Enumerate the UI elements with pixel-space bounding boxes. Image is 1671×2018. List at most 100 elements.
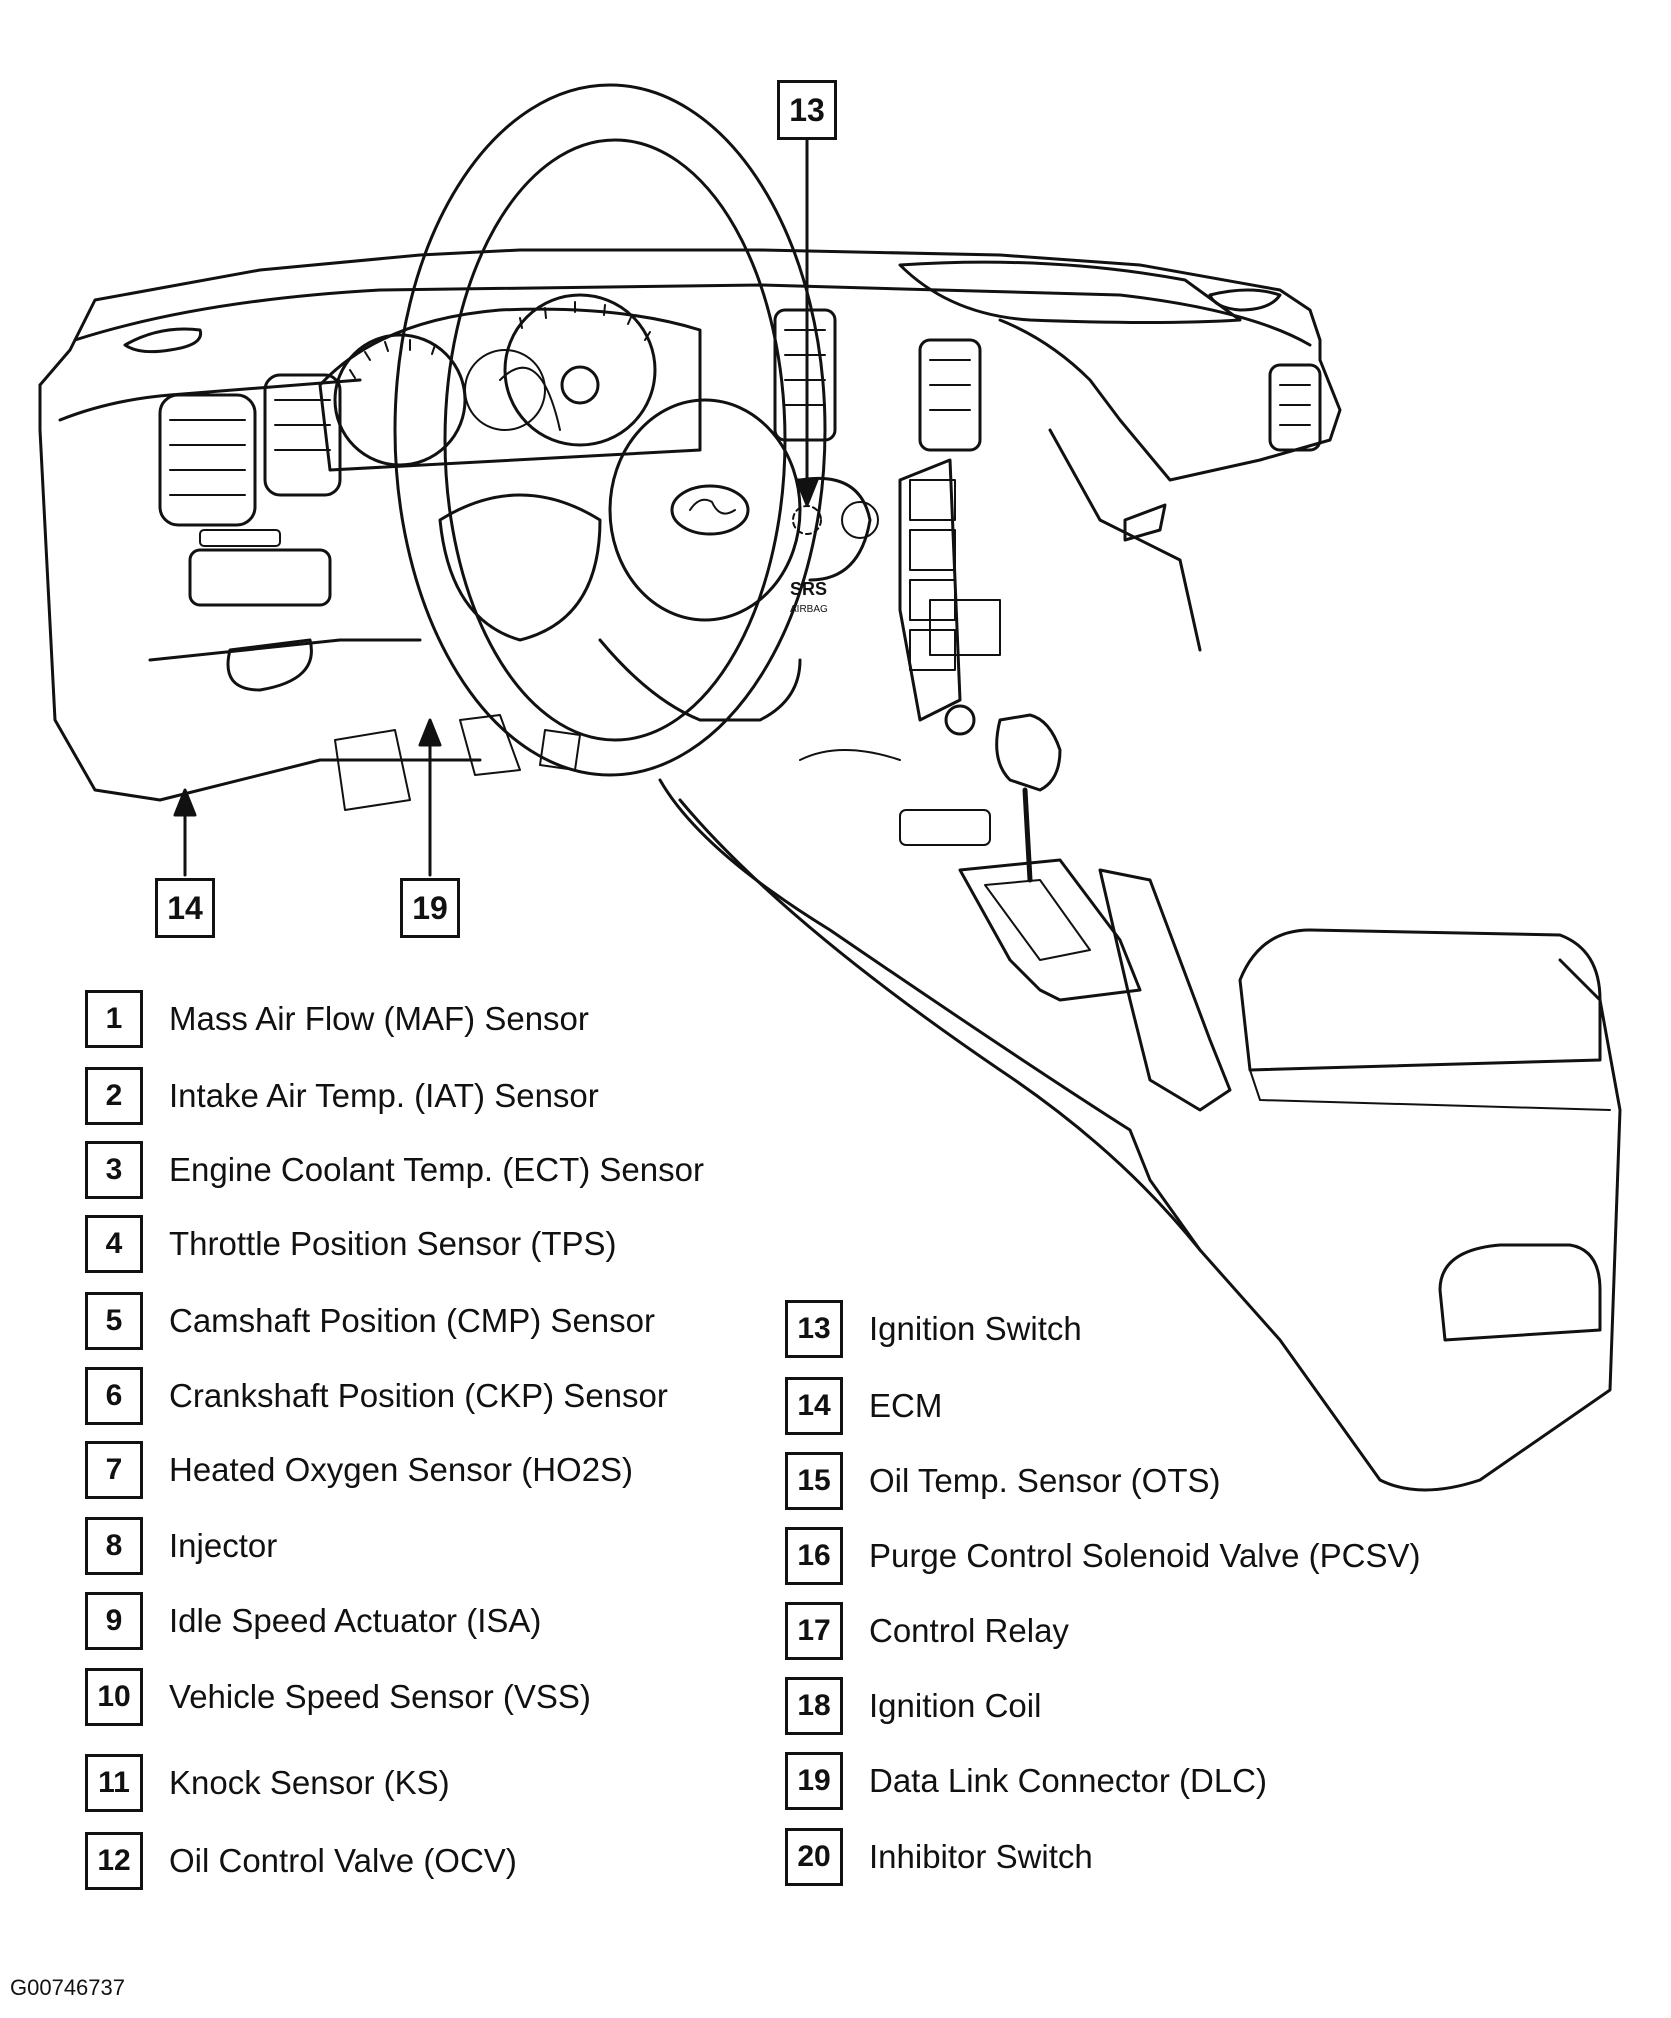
legend-number: 20 [785,1828,843,1886]
legend-item-3: 3 Engine Coolant Temp. (ECT) Sensor [85,1141,704,1199]
legend-number: 15 [785,1452,843,1510]
callout-14: 14 [155,878,215,938]
legend-number: 10 [85,1668,143,1726]
glovebox-handle [1123,503,1167,542]
legend-number: 13 [785,1300,843,1358]
legend-number: 7 [85,1441,143,1499]
legend-item-6: 6 Crankshaft Position (CKP) Sensor [85,1367,668,1425]
legend-number: 4 [85,1215,143,1273]
left-vent [158,393,257,527]
dash-lower-edge [148,638,422,662]
legend-label: Knock Sensor (KS) [169,1764,450,1801]
legend-number: 14 [785,1377,843,1435]
tachometer [333,333,467,467]
legend-item-11: 11 Knock Sensor (KS) [85,1754,450,1812]
legend-label: Ignition Coil [869,1687,1042,1724]
dash-upper-shelf [73,283,1312,347]
legend-number: 19 [785,1752,843,1810]
legend-number: 11 [85,1754,143,1812]
callout-13: 13 [777,80,837,140]
legend-label: Engine Coolant Temp. (ECT) Sensor [169,1151,704,1188]
legend-label: Injector [169,1527,278,1564]
legend-number: 9 [85,1592,143,1650]
right-defrost [898,260,1242,324]
steering-wheel-inner [443,138,787,742]
legend-item-10: 10 Vehicle Speed Sensor (VSS) [85,1668,591,1726]
legend-item-12: 12 Oil Control Valve (OCV) [85,1832,517,1890]
dash-right-face [998,318,1342,482]
legend-label: ECM [869,1387,943,1424]
left-top-vent [123,327,203,354]
speedometer [503,293,657,447]
legend-item-14: 14 ECM [785,1377,942,1435]
gauge-cluster-hood [318,307,702,472]
legend-label: Oil Temp. Sensor (OTS) [869,1462,1221,1499]
center-vent-right [918,338,982,452]
callout-leaders [173,138,819,877]
shift-lever [995,713,1062,792]
legend-item-17: 17 Control Relay [785,1602,1069,1660]
legend-label: Crankshaft Position (CKP) Sensor [169,1377,668,1414]
legend-label: Oil Control Valve (OCV) [169,1842,517,1879]
legend-number: 8 [85,1517,143,1575]
wheel-spoke-left [438,493,602,642]
console-switches [899,809,991,846]
shifter-plate [958,858,1142,1002]
legend-item-20: 20 Inhibitor Switch [785,1828,1093,1886]
legend-number: 16 [785,1527,843,1585]
hyundai-emblem [670,484,750,536]
legend-label: Vehicle Speed Sensor (VSS) [169,1678,591,1715]
svg-text:AIRBAG: AIRBAG [790,604,828,615]
ignition-cylinder [944,704,976,736]
console-outline [658,778,1622,1492]
legend-number: 6 [85,1367,143,1425]
legend-item-8: 8 Injector [85,1517,277,1575]
armrest [1238,928,1602,1072]
legend-label: Mass Air Flow (MAF) Sensor [169,1000,589,1037]
legend-item-18: 18 Ignition Coil [785,1677,1041,1735]
legend-label: Data Link Connector (DLC) [869,1762,1267,1799]
legend-item-4: 4 Throttle Position Sensor (TPS) [85,1215,617,1273]
legend-label: Heated Oxygen Sensor (HO2S) [169,1451,634,1488]
legend-number: 3 [85,1141,143,1199]
legend-number: 5 [85,1292,143,1350]
legend-item-9: 9 Idle Speed Actuator (ISA) [85,1592,541,1650]
legend-item-15: 15 Oil Temp. Sensor (OTS) [785,1452,1220,1510]
legend-number: 12 [85,1832,143,1890]
dash-face-inner [58,378,362,422]
legend-number: 18 [785,1677,843,1735]
legend-item-16: 16 Purge Control Solenoid Valve (PCSV) [785,1527,1421,1585]
legend-item-2: 2 Intake Air Temp. (IAT) Sensor [85,1067,599,1125]
legend-item-1: 1 Mass Air Flow (MAF) Sensor [85,990,589,1048]
dash-top-outline [38,248,1322,387]
legend-number: 2 [85,1067,143,1125]
left-switch-panel [188,548,332,607]
legend-label: Idle Speed Actuator (ISA) [169,1602,542,1639]
wheel-spoke-right [798,476,872,582]
fuel-gauge [464,349,546,431]
legend-label: Purge Control Solenoid Valve (PCSV) [869,1537,1421,1574]
legend-label: Throttle Position Sensor (TPS) [169,1225,617,1262]
parking-brake [1098,868,1232,1112]
wheel-spoke-bottom [598,638,802,722]
dash-face [38,383,482,802]
srs-airbag-text: SRS [790,579,827,599]
legend-item-5: 5 Camshaft Position (CMP) Sensor [85,1292,655,1350]
legend-number: 1 [85,990,143,1048]
legend-label: Intake Air Temp. (IAT) Sensor [169,1077,599,1114]
center-lower-controls [929,599,1001,656]
pedals [334,714,581,811]
steering-wheel-outer [393,83,827,777]
legend-label: Camshaft Position (CMP) Sensor [169,1302,655,1339]
figure-id: G00746737 [10,1975,125,2000]
legend-number: 17 [785,1602,843,1660]
center-vent-left [773,308,837,442]
right-side-vent [1268,363,1322,452]
console-pocket [1438,1243,1602,1342]
console-side [678,798,1202,1252]
legend-item-19: 19 Data Link Connector (DLC) [785,1752,1267,1810]
legend-label: Inhibitor Switch [869,1838,1093,1875]
legend-label: Control Relay [869,1612,1069,1649]
